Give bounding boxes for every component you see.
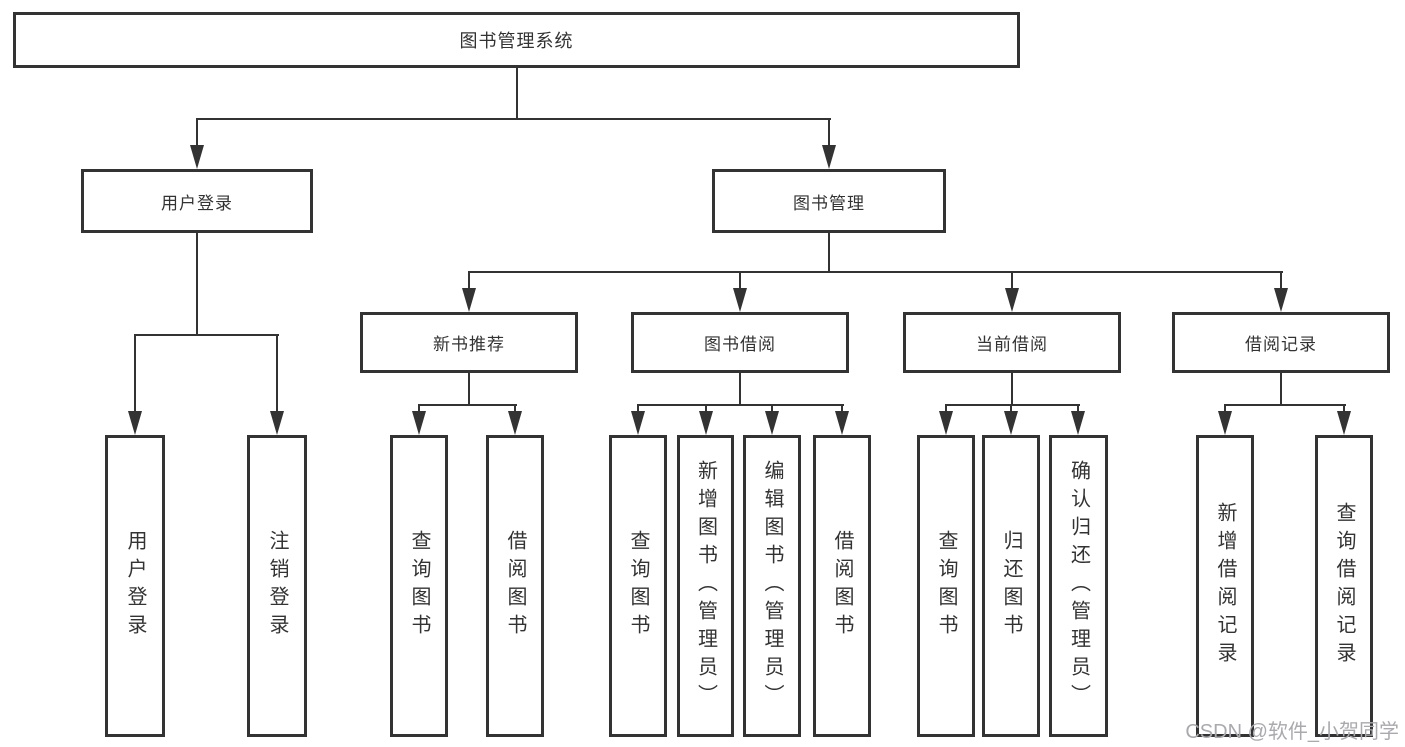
connector-arrow <box>1071 411 1085 435</box>
node-label: 查询图书 <box>627 530 649 642</box>
node-label: 用户登录 <box>124 530 146 642</box>
node-label: 借阅图书 <box>504 530 526 642</box>
node-current-borrow: 当前借阅 <box>903 312 1121 373</box>
node-label: 借阅图书 <box>831 530 853 642</box>
connector-arrow <box>939 411 953 435</box>
leaf-user-login: 用户登录 <box>105 435 165 737</box>
node-new-book-recommend: 新书推荐 <box>360 312 578 373</box>
connector-line <box>841 404 843 414</box>
connector-line <box>1010 404 1012 414</box>
connector-arrow <box>733 288 747 312</box>
leaf-borrow-book: 借阅图书 <box>813 435 871 737</box>
node-book-borrow: 图书借阅 <box>631 312 849 373</box>
connector-line <box>196 233 198 335</box>
leaf-borrow-book-recommend: 借阅图书 <box>486 435 544 737</box>
node-label: 查询图书 <box>935 530 957 642</box>
connector-line <box>1280 271 1282 291</box>
connector-arrow <box>190 145 204 169</box>
connector-line <box>637 404 844 406</box>
connector-line <box>1077 404 1079 414</box>
connector-line <box>1011 271 1013 291</box>
node-label: 注销登录 <box>266 530 288 642</box>
connector-arrow <box>765 411 779 435</box>
connector-line <box>945 404 947 414</box>
connector-arrow <box>508 411 522 435</box>
connector-line <box>516 68 518 120</box>
connector-line <box>134 334 136 413</box>
connector-line <box>945 404 1080 406</box>
connector-line <box>468 271 470 291</box>
node-borrow-record: 借阅记录 <box>1172 312 1390 373</box>
connector-line <box>418 404 517 406</box>
connector-line <box>276 334 278 413</box>
connector-line <box>468 271 1283 273</box>
connector-arrow <box>699 411 713 435</box>
leaf-confirm-return-admin: 确认归还（管理员） <box>1049 435 1108 737</box>
leaf-query-book-borrow: 查询图书 <box>609 435 667 737</box>
connector-line <box>468 373 470 406</box>
node-label: 查询图书 <box>408 530 430 642</box>
connector-line <box>739 271 741 291</box>
connector-line <box>1011 373 1013 406</box>
leaf-query-borrow-record: 查询借阅记录 <box>1315 435 1373 737</box>
connector-line <box>196 118 198 150</box>
connector-line <box>196 118 831 120</box>
connector-line <box>418 404 420 414</box>
connector-line <box>1280 373 1282 406</box>
node-label: 用户登录 <box>161 193 233 213</box>
csdn-watermark: CSDN @软件_小贺同学 <box>1185 721 1399 743</box>
connector-line <box>1343 404 1345 414</box>
connector-arrow <box>412 411 426 435</box>
node-label: 编辑图书（管理员） <box>761 460 783 712</box>
connector-line <box>637 404 639 414</box>
connector-line <box>705 404 707 414</box>
leaf-query-book-current: 查询图书 <box>917 435 975 737</box>
connector-arrow <box>822 145 836 169</box>
connector-arrow <box>1004 411 1018 435</box>
node-book-management: 图书管理 <box>712 169 946 233</box>
connector-line <box>828 233 830 273</box>
node-label: 新增借阅记录 <box>1214 502 1236 670</box>
node-label: 借阅记录 <box>1245 335 1317 354</box>
node-label: 图书管理 <box>793 193 865 213</box>
connector-line <box>771 404 773 414</box>
connector-arrow <box>462 288 476 312</box>
node-label: 新增图书（管理员） <box>694 460 717 712</box>
node-label: 确认归还（管理员） <box>1067 460 1090 712</box>
connector-line <box>134 334 279 336</box>
node-library-management-system: 图书管理系统 <box>13 12 1020 68</box>
connector-arrow <box>1274 288 1288 312</box>
connector-line <box>828 118 830 150</box>
node-label: 归还图书 <box>1000 530 1022 642</box>
node-user-login: 用户登录 <box>81 169 313 233</box>
connector-arrow <box>1005 288 1019 312</box>
connector-arrow <box>1218 411 1232 435</box>
node-label: 新书推荐 <box>433 335 505 354</box>
node-label: 当前借阅 <box>976 335 1048 354</box>
leaf-add-borrow-record: 新增借阅记录 <box>1196 435 1254 737</box>
connector-arrow <box>270 411 284 435</box>
connector-line <box>1224 404 1226 414</box>
connector-line <box>1224 404 1346 406</box>
leaf-logout-login: 注销登录 <box>247 435 307 737</box>
node-label: 图书管理系统 <box>459 31 574 51</box>
connector-line <box>514 404 516 414</box>
leaf-return-book: 归还图书 <box>982 435 1040 737</box>
leaf-query-book-recommend: 查询图书 <box>390 435 448 737</box>
leaf-edit-book-admin: 编辑图书（管理员） <box>743 435 801 737</box>
connector-arrow <box>631 411 645 435</box>
connector-arrow <box>1337 411 1351 435</box>
connector-line <box>739 373 741 406</box>
leaf-add-book-admin: 新增图书（管理员） <box>677 435 734 737</box>
connector-arrow <box>128 411 142 435</box>
node-label: 图书借阅 <box>704 335 776 354</box>
node-label: 查询借阅记录 <box>1333 502 1355 670</box>
connector-arrow <box>835 411 849 435</box>
